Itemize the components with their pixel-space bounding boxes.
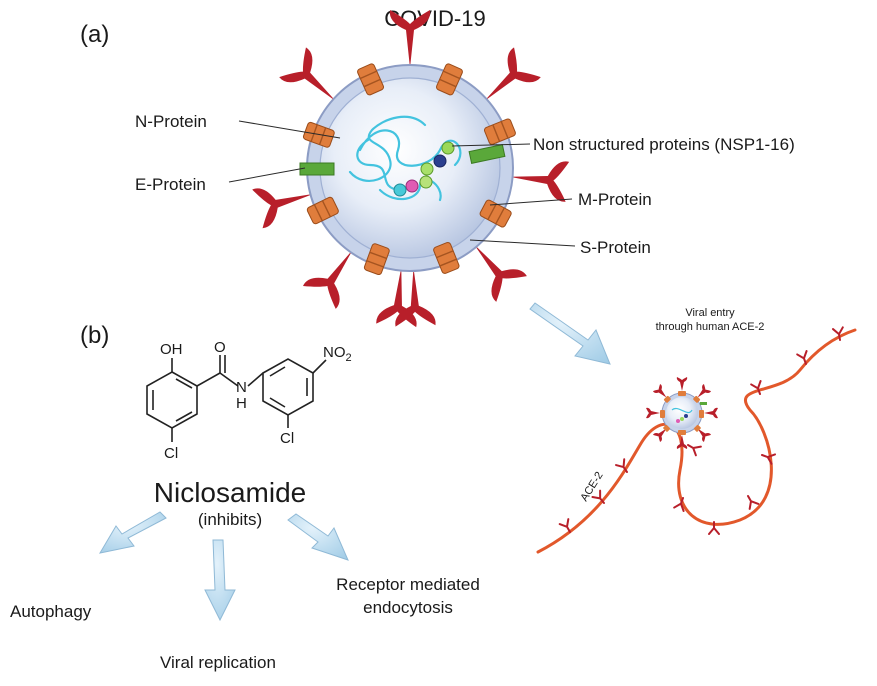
entry-caption-line2: through human ACE-2 bbox=[656, 321, 765, 333]
coronavirus-illustration bbox=[252, 10, 570, 328]
ace2-label: ACE-2 bbox=[578, 470, 605, 504]
mol-n: N bbox=[236, 379, 247, 396]
arrow-viral-replication bbox=[204, 539, 236, 622]
nsp-bead bbox=[420, 162, 434, 176]
viral-rna bbox=[348, 115, 462, 202]
nsp-bead bbox=[405, 179, 419, 193]
panel-b-label: (b) bbox=[80, 322, 109, 349]
label-nsp: Non structured proteins (NSP1-16) bbox=[533, 135, 795, 154]
label-m-protein: M-Protein bbox=[578, 190, 652, 209]
nsp-bead bbox=[393, 183, 407, 197]
viral-interior bbox=[319, 77, 501, 259]
nsp-bead bbox=[433, 154, 447, 168]
target-receptor-line1: Receptor mediated bbox=[336, 575, 480, 594]
entry-arrow bbox=[529, 302, 611, 365]
label-s-protein: S-Protein bbox=[580, 238, 651, 257]
mol-cl-right: Cl bbox=[280, 430, 294, 447]
label-n-protein: N-Protein bbox=[135, 112, 207, 131]
target-autophagy: Autophagy bbox=[10, 602, 92, 621]
mol-cl-left: Cl bbox=[164, 445, 178, 462]
entry-caption-line1: Viral entry bbox=[685, 307, 735, 319]
nsp-bead bbox=[419, 175, 433, 189]
inhibition-arrows bbox=[98, 511, 349, 622]
e-protein bbox=[468, 144, 506, 164]
nsp-bead bbox=[441, 141, 455, 155]
ace2-receptor bbox=[759, 449, 776, 465]
nsp-beads bbox=[393, 141, 455, 197]
host-cell-membrane bbox=[536, 328, 857, 554]
mol-oh: OH bbox=[160, 341, 183, 358]
target-viral-replication: Viral replication bbox=[160, 653, 276, 672]
panel-a-label: (a) bbox=[80, 21, 109, 48]
label-e-protein: E-Protein bbox=[135, 175, 206, 194]
mol-no2: NO2 bbox=[323, 344, 352, 364]
drug-name: Niclosamide bbox=[154, 477, 307, 508]
niclosamide-structure bbox=[146, 355, 327, 442]
ace2-receptor bbox=[684, 439, 702, 457]
leader-lines bbox=[228, 120, 576, 247]
e-protein bbox=[299, 162, 335, 176]
target-receptor-line2: endocytosis bbox=[363, 598, 453, 617]
spike-protein bbox=[507, 156, 570, 202]
mol-o: O bbox=[214, 339, 226, 356]
ace2-receptor bbox=[742, 492, 760, 510]
virus-small bbox=[646, 377, 718, 449]
mol-h: H bbox=[236, 395, 247, 412]
arrow-autophagy bbox=[98, 511, 167, 554]
arrow-receptor-endocytosis bbox=[287, 513, 349, 561]
drug-action: (inhibits) bbox=[198, 510, 262, 529]
